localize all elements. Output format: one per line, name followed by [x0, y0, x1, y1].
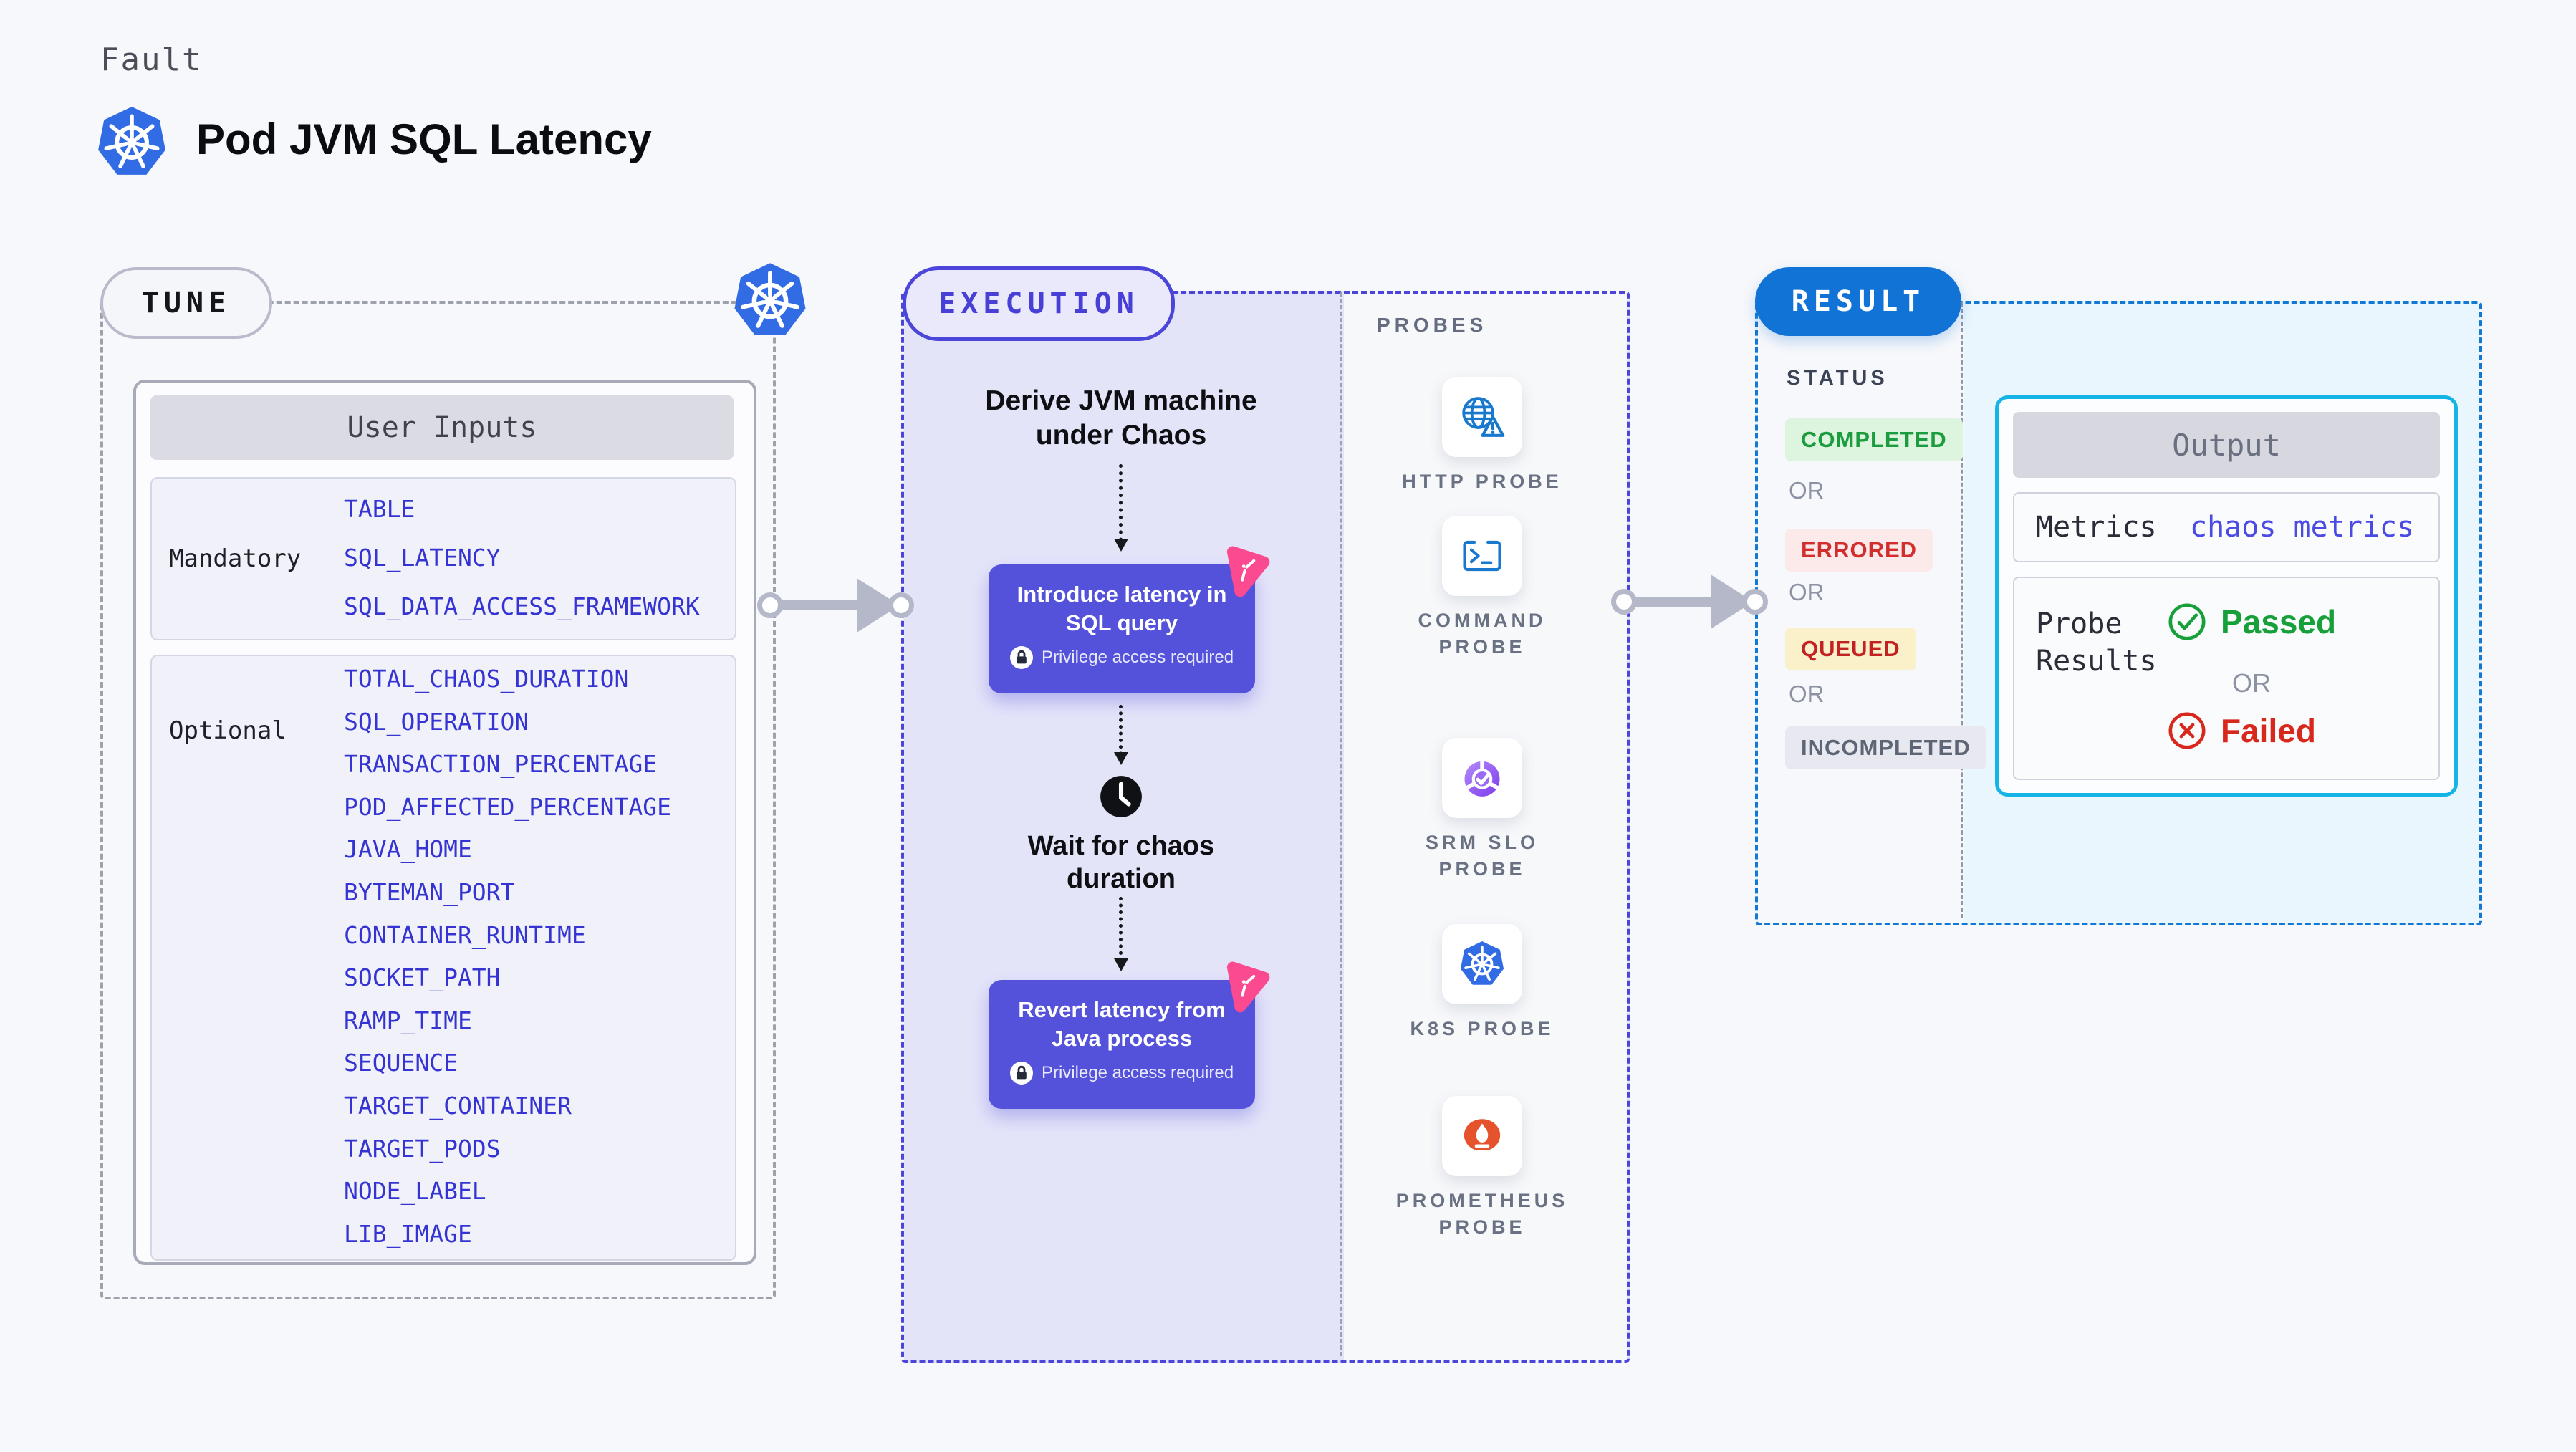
or-label: OR: [2232, 668, 2271, 698]
probe-label: PROMETHEUS PROBE: [1395, 1190, 1569, 1238]
user-inputs-header: User Inputs: [150, 395, 734, 460]
probe-card: [1442, 377, 1522, 457]
check-circle-icon: [2166, 601, 2208, 643]
status-badge-errored: ERRORED: [1785, 529, 1933, 572]
optional-inputs-box: [150, 655, 736, 1261]
arrow-execution-to-result: [1624, 597, 1716, 607]
connector-dot: [1742, 589, 1768, 615]
derive-step-label: Derive JVM machine under Chaos: [985, 385, 1257, 451]
input-variable: SQL_DATA_ACCESS_FRAMEWORK: [344, 592, 700, 620]
input-variable: TRANSACTION_PERCENTAGE: [344, 750, 658, 779]
k8s-probe-icon: [1458, 940, 1506, 989]
metrics-value-link: chaos metrics: [2190, 511, 2415, 544]
failed-label: Failed: [2221, 712, 2316, 749]
or-label: OR: [1789, 579, 1825, 605]
input-variable: SEQUENCE: [344, 1049, 458, 1077]
input-variable: TABLE: [344, 494, 415, 523]
passed-label: Passed: [2221, 603, 2337, 640]
command-probe-icon: [1458, 532, 1506, 580]
x-circle-icon: [2166, 710, 2208, 751]
input-variable: SQL_LATENCY: [344, 543, 501, 572]
arrow-tune-to-execution: [770, 600, 862, 610]
connector-dot: [888, 592, 914, 618]
input-variable: TARGET_CONTAINER: [344, 1092, 572, 1120]
wait-step-label: Wait for chaos duration: [1027, 831, 1215, 894]
probes-heading: PROBES: [1377, 314, 1488, 336]
input-variable: SQL_OPERATION: [344, 707, 529, 736]
kubernetes-icon: [731, 261, 809, 341]
input-variable: CONTAINER_RUNTIME: [344, 920, 586, 949]
privilege-note: Privilege access required: [989, 646, 1255, 669]
result-badge: RESULT: [1755, 267, 1961, 336]
optional-label: Optional: [169, 716, 287, 745]
probe-label: COMMAND PROBE: [1418, 610, 1547, 658]
failed-outcome: Failed: [2166, 710, 2316, 751]
input-variable: NODE_LABEL: [344, 1177, 486, 1206]
lock-icon: [1010, 1062, 1033, 1085]
probe-label: SRM SLO PROBE: [1425, 832, 1539, 880]
page-title: Pod JVM SQL Latency: [196, 115, 652, 163]
introduce-latency-step: Introduce latency in SQL query Privilege…: [989, 564, 1255, 693]
status-heading: STATUS: [1787, 367, 1888, 390]
clock-icon: [1094, 769, 1148, 824]
flow-arrow-down: [1114, 464, 1128, 552]
optional-values: TOTAL_CHAOS_DURATION SQL_OPERATION TRANS…: [344, 665, 671, 1248]
probe-card: [1442, 1096, 1522, 1176]
lock-icon: [1010, 646, 1033, 669]
litmus-chaos-icon: [1215, 539, 1277, 600]
tune-badge: TUNE: [100, 267, 272, 339]
privilege-note: Privilege access required: [989, 1062, 1255, 1085]
input-variable: RAMP_TIME: [344, 1006, 472, 1034]
http-probe-icon: [1458, 393, 1506, 441]
metrics-row: Metrics chaos metrics: [2013, 492, 2440, 562]
action-step-label: Revert latency from Java process: [1018, 997, 1226, 1051]
or-label: OR: [1789, 477, 1825, 504]
tune-section: [100, 301, 776, 1299]
or-label: OR: [1789, 681, 1825, 707]
probe-label: HTTP PROBE: [1402, 471, 1562, 492]
mandatory-inputs-box: [150, 477, 736, 640]
passed-outcome: Passed: [2166, 601, 2336, 643]
privilege-note-text: Privilege access required: [1041, 1063, 1234, 1082]
status-badge-completed: COMPLETED: [1785, 418, 1963, 461]
execution-section: [901, 291, 1630, 1363]
input-variable: POD_AFFECTED_PERCENTAGE: [344, 792, 671, 821]
probe-card: [1442, 516, 1522, 596]
metrics-label: Metrics: [2036, 511, 2157, 544]
action-step-label: Introduce latency in SQL query: [1017, 582, 1227, 635]
input-variable: TARGET_PODS: [344, 1134, 501, 1163]
flow-arrow-down: [1114, 897, 1128, 971]
status-badge-incompleted: INCOMPLETED: [1785, 726, 1986, 769]
probe-results-row: Probe Results Passed OR Failed: [2013, 577, 2440, 780]
execution-badge: EXECUTION: [903, 266, 1175, 341]
flow-arrow-down: [1114, 705, 1128, 765]
output-header: Output: [2013, 412, 2440, 478]
probe-results-label: Probe Results: [2036, 607, 2157, 678]
connector-dot: [757, 592, 783, 618]
privilege-note-text: Privilege access required: [1041, 648, 1234, 667]
status-badge-queued: QUEUED: [1785, 628, 1916, 670]
input-variable: SOCKET_PATH: [344, 963, 501, 992]
result-divider: [1961, 302, 1963, 918]
litmus-chaos-icon: [1215, 954, 1277, 1016]
kubernetes-icon: [95, 105, 168, 181]
revert-latency-step: Revert latency from Java process Privile…: [989, 980, 1255, 1109]
probe-card: [1442, 924, 1522, 1004]
input-variable: BYTEMAN_PORT: [344, 878, 515, 907]
execution-probes-divider: [1340, 292, 1342, 1356]
mandatory-values: TABLE SQL_LATENCY SQL_DATA_ACCESS_FRAMEW…: [344, 484, 700, 630]
input-variable: JAVA_HOME: [344, 835, 472, 864]
probe-card: [1442, 738, 1522, 818]
input-variable: LIB_IMAGE: [344, 1219, 472, 1248]
mandatory-label: Mandatory: [169, 544, 302, 573]
srm-slo-probe-icon: [1458, 754, 1506, 802]
output-card: Output Metrics chaos metrics Probe Resul…: [1995, 395, 2458, 797]
prometheus-probe-icon: [1458, 1112, 1506, 1160]
fault-kind-label: Fault: [100, 42, 203, 78]
input-variable: TOTAL_CHAOS_DURATION: [344, 665, 629, 693]
connector-dot: [1611, 589, 1637, 615]
probe-label: K8S PROBE: [1410, 1018, 1554, 1039]
